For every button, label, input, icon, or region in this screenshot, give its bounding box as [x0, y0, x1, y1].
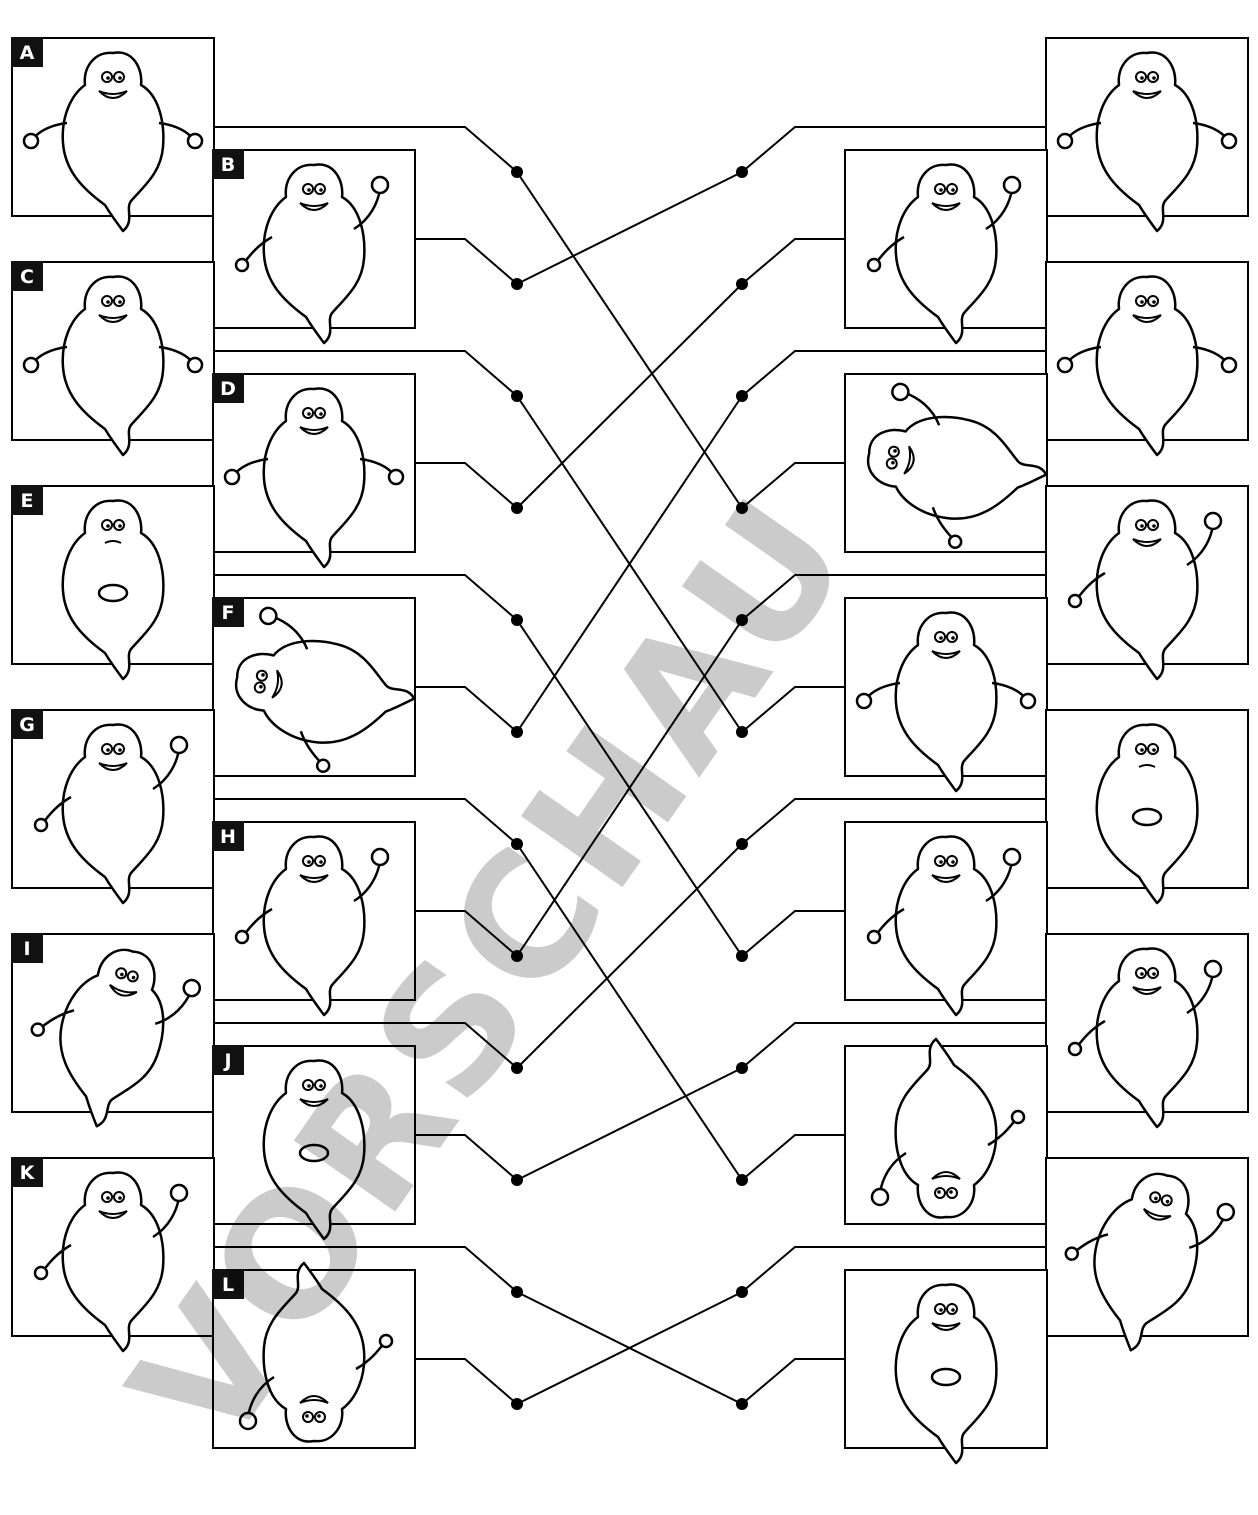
left-box: D: [212, 373, 415, 567]
left-box: E: [11, 485, 214, 679]
junction-dot: [736, 950, 748, 962]
crossing-line: [517, 1068, 742, 1180]
right-box: [845, 1039, 1047, 1224]
box-letter: B: [221, 154, 235, 176]
junction-dot: [511, 502, 523, 514]
left-box: B: [212, 149, 415, 343]
junction-dot: [736, 1062, 748, 1074]
right-box: [1046, 710, 1248, 903]
right-box: [1046, 1155, 1248, 1367]
right-box: [1046, 486, 1248, 679]
box-letter: E: [21, 490, 34, 512]
junction-dot: [511, 614, 523, 626]
box-letter-label: F: [212, 597, 244, 627]
right-box: [1046, 262, 1248, 455]
junction-dot: [736, 838, 748, 850]
crossing-line: [517, 284, 742, 508]
left-box: C: [11, 261, 214, 455]
left-box: A: [11, 37, 214, 231]
left-connector: [415, 687, 517, 732]
right-connector: [742, 911, 845, 956]
right-box: [1046, 934, 1248, 1127]
junction-dot: [511, 1174, 523, 1186]
junction-dot: [736, 390, 748, 402]
box-letter: I: [23, 938, 30, 960]
junction-dot: [736, 166, 748, 178]
junction-dot: [736, 1286, 748, 1298]
box-letter-label: I: [11, 933, 43, 963]
junction-dot: [511, 1398, 523, 1410]
right-box: [845, 598, 1047, 791]
junction-dot: [511, 390, 523, 402]
left-connector: [415, 463, 517, 508]
box-letter-label: C: [11, 261, 43, 291]
box-letter-label: K: [11, 1157, 43, 1187]
left-box: G: [11, 709, 214, 903]
right-box: [845, 374, 1057, 561]
box-letter: D: [220, 378, 236, 400]
box-letter: J: [222, 1050, 231, 1072]
box-letter-label: B: [212, 149, 244, 179]
junction-dot: [736, 1398, 748, 1410]
box-letter: F: [222, 602, 235, 624]
junction-dot: [511, 1286, 523, 1298]
right-connector: [742, 1359, 845, 1404]
box-letter: K: [20, 1162, 36, 1184]
right-box: [845, 822, 1047, 1015]
right-connector: [742, 1135, 845, 1180]
junction-dot: [511, 166, 523, 178]
left-connector: [415, 1359, 517, 1404]
box-letter-label: G: [11, 709, 43, 739]
right-box: [845, 1270, 1047, 1463]
crossing-line: [517, 172, 742, 508]
right-connector: [742, 239, 845, 284]
box-letter-label: A: [11, 37, 43, 67]
left-box: I: [11, 931, 214, 1143]
box-letter: A: [20, 42, 35, 64]
box-letter-label: E: [11, 485, 43, 515]
junction-dot: [736, 278, 748, 290]
box-letter: C: [20, 266, 34, 288]
right-box: [1046, 38, 1248, 231]
left-box: F: [212, 597, 425, 785]
right-box: [845, 150, 1047, 343]
box-letter-label: J: [212, 1045, 244, 1075]
box-letter-label: D: [212, 373, 244, 403]
box-letter: H: [220, 826, 236, 848]
box-letter: G: [19, 714, 35, 736]
crossing-line: [517, 172, 742, 284]
left-connector: [415, 239, 517, 284]
box-letter-label: H: [212, 821, 244, 851]
junction-dot: [511, 726, 523, 738]
junction-dot: [511, 278, 523, 290]
junction-dot: [736, 1174, 748, 1186]
